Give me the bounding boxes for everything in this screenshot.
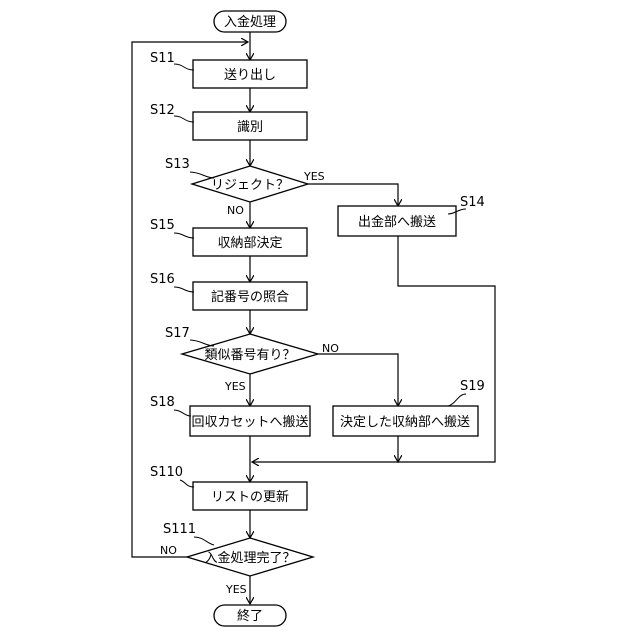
decision-s13-label: リジェクト？ — [211, 178, 289, 193]
step-s19-label: 決定した収納部へ搬送 — [340, 415, 470, 430]
step-s16-id: S16 — [150, 272, 175, 287]
decision-s17: 類似番号有り？ S17 NO YES — [165, 326, 339, 393]
step-s14: 出金部へ搬送 S14 — [338, 195, 485, 236]
step-s15-id: S15 — [150, 218, 175, 233]
decision-s111: 入金処理完了？ S111 NO YES — [160, 522, 313, 596]
connectors — [132, 32, 495, 604]
step-s110-id: S110 — [150, 465, 183, 480]
decision-s111-no: NO — [160, 544, 177, 557]
step-s110: リストの更新 S110 — [150, 465, 307, 510]
step-s11-label: 送り出し — [224, 68, 276, 83]
decision-s13-yes: YES — [303, 170, 325, 183]
end-terminal: 終了 — [214, 605, 286, 626]
step-s15: 収納部決定 S15 — [150, 218, 307, 256]
end-terminal-label: 終了 — [237, 608, 263, 624]
step-s11-id: S11 — [150, 51, 175, 66]
decision-s111-yes: YES — [225, 583, 247, 596]
step-s11: 送り出し S11 — [150, 51, 307, 88]
step-s18-id: S18 — [150, 395, 175, 410]
step-s19: 決定した収納部へ搬送 S19 — [333, 379, 485, 436]
step-s18: 回収カセットへ搬送 S18 — [150, 395, 310, 436]
step-s12: 識別 S12 — [150, 103, 307, 140]
step-s16: 記番号の照合 S16 — [150, 272, 307, 310]
decision-s17-id: S17 — [165, 326, 190, 341]
step-s18-label: 回収カセットへ搬送 — [191, 415, 308, 430]
step-s14-id: S14 — [460, 195, 485, 210]
decision-s13-id: S13 — [165, 157, 190, 172]
start-terminal-label: 入金処理 — [224, 14, 276, 30]
decision-s17-yes: YES — [224, 380, 246, 393]
step-s14-label: 出金部へ搬送 — [358, 214, 436, 230]
step-s16-label: 記番号の照合 — [211, 289, 289, 305]
step-s12-id: S12 — [150, 103, 175, 118]
decision-s13: リジェクト？ S13 YES NO — [165, 157, 325, 217]
step-s12-label: 識別 — [237, 120, 263, 135]
step-s110-label: リストの更新 — [211, 489, 289, 505]
decision-s13-no: NO — [227, 204, 244, 217]
decision-s17-label: 類似番号有り？ — [204, 348, 295, 363]
decision-s111-id: S111 — [163, 522, 196, 537]
step-s15-label: 収納部決定 — [217, 236, 282, 251]
start-terminal: 入金処理 — [214, 11, 286, 32]
decision-s111-label: 入金処理完了？ — [204, 550, 295, 566]
step-s19-id: S19 — [460, 379, 485, 394]
decision-s17-no: NO — [322, 342, 339, 355]
